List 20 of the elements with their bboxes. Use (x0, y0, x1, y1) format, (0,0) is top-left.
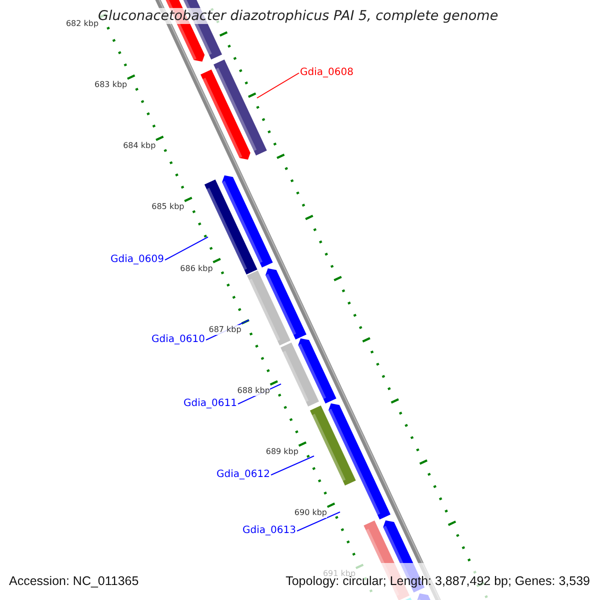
leader-line (164, 236, 208, 260)
scale-label: 689 kbp (266, 447, 298, 458)
leader-line (256, 72, 300, 98)
leader-line (270, 456, 314, 476)
scale-label: 688 kbp (237, 386, 270, 396)
scale-label: 685 kbp (152, 202, 184, 212)
scale-label: 686 kbp (180, 264, 213, 274)
scale-label: 687 kbp (208, 324, 242, 335)
gene-label: Gdia_0612 (216, 469, 270, 481)
scale-label: 683 kbp (94, 80, 128, 90)
gene-label: Gdia_0613 (242, 525, 296, 537)
gene-label: Gdia_0609 (110, 254, 164, 266)
gene-label: Gdia_0611 (184, 398, 237, 410)
leader-line (296, 512, 340, 532)
gene-label: Gdia_0610 (152, 334, 205, 346)
gene-label: Gdia_0608 (300, 67, 354, 79)
scale-label: 690 kbp (294, 508, 328, 518)
footer-text: Accession: NC_011365 (9, 574, 139, 589)
scale-label: 682 kbp (66, 18, 99, 29)
scale-label: 684 kbp (123, 141, 156, 152)
